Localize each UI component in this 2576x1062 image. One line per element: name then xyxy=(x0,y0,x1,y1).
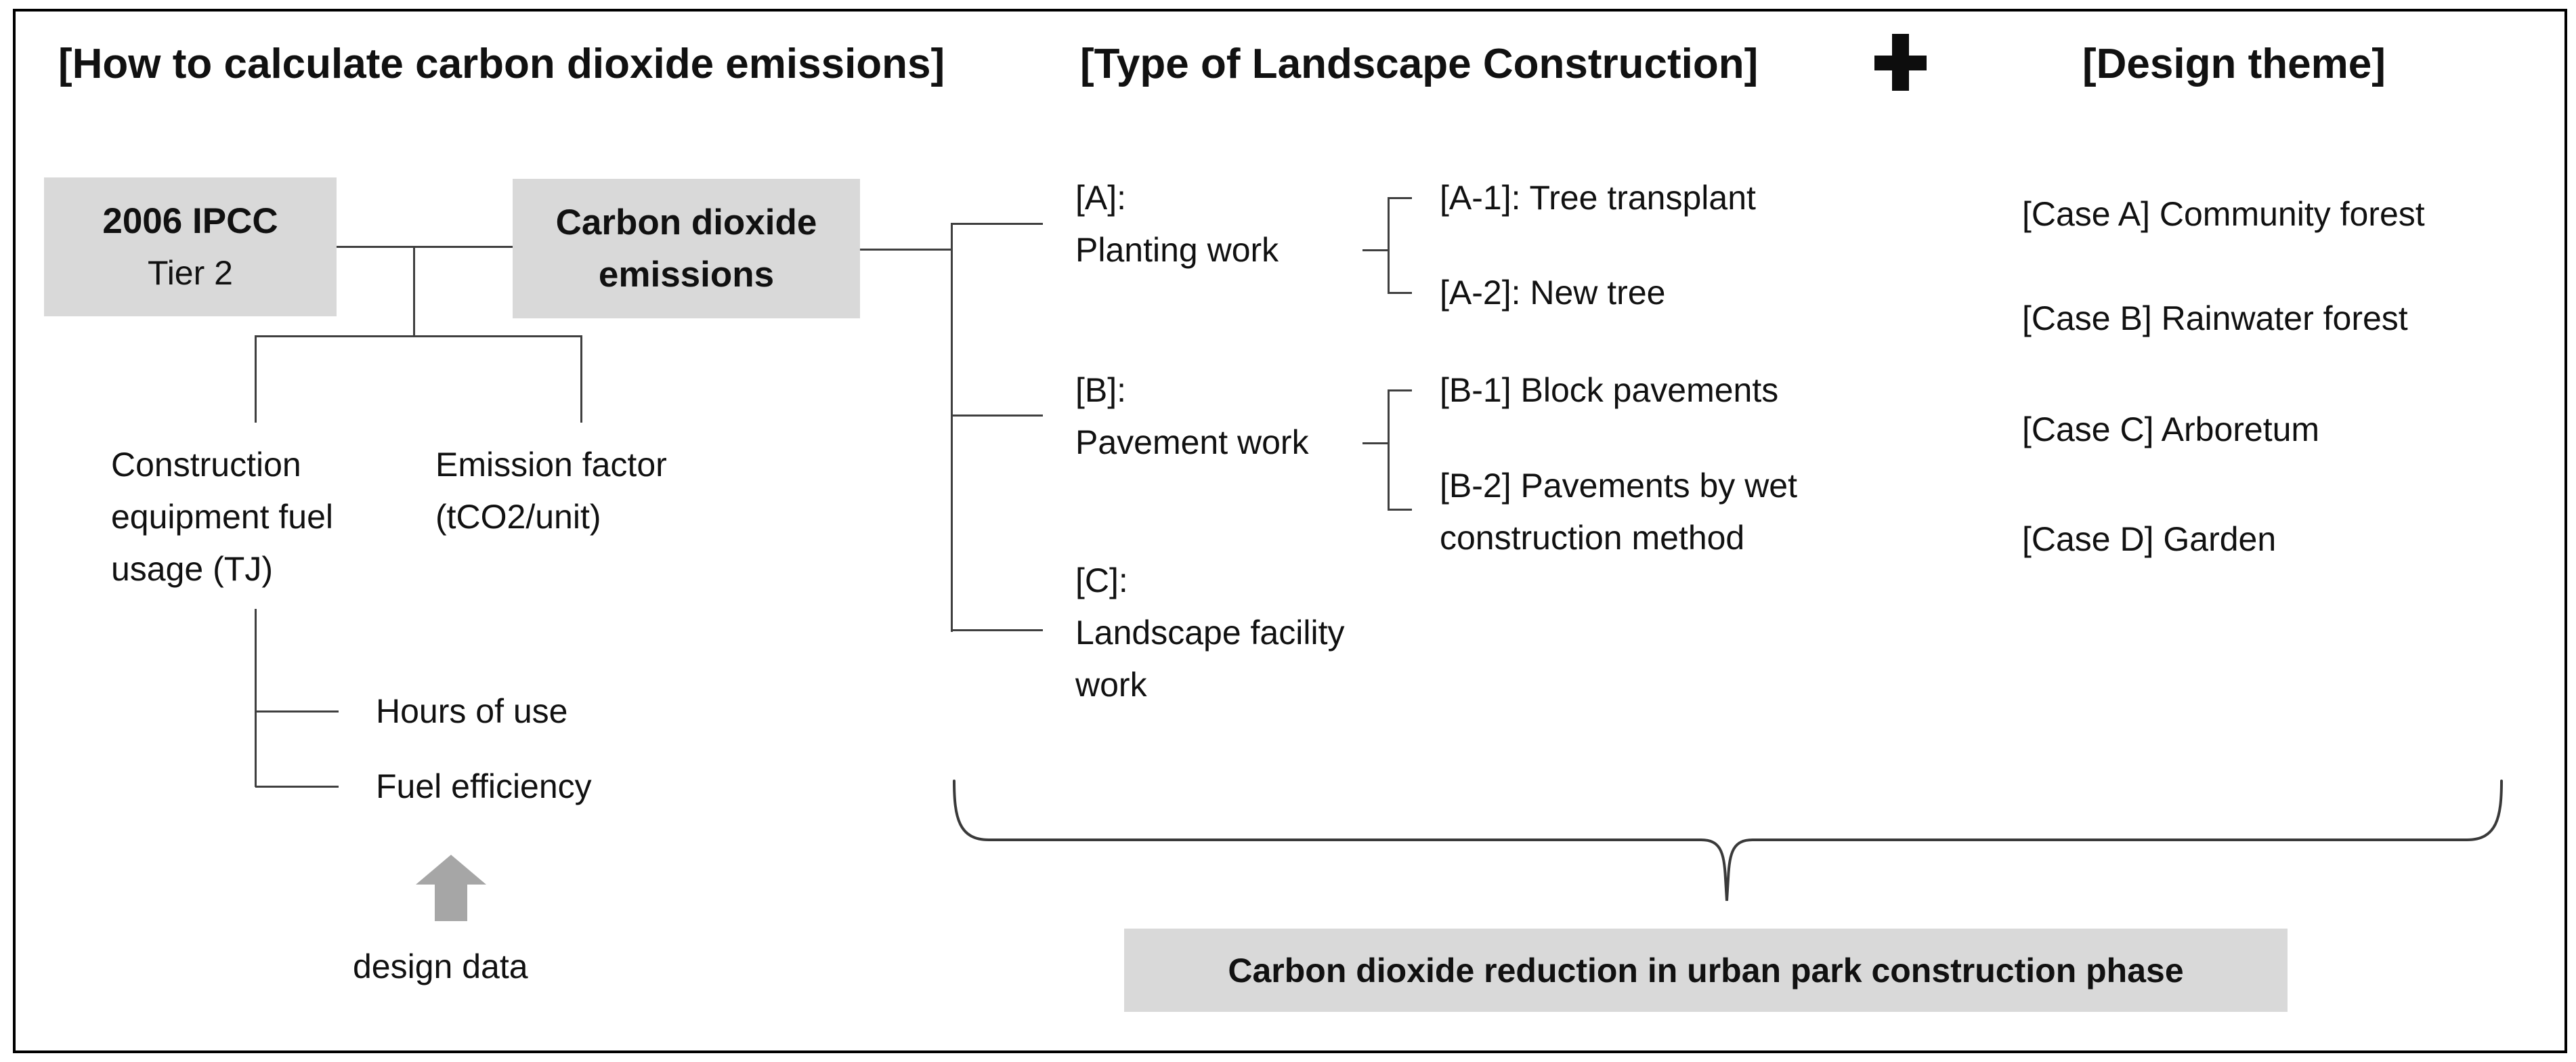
section-title-design-theme: [Design theme] xyxy=(2082,41,2386,87)
sub-tick-b-in xyxy=(1362,442,1388,444)
case-d-label: [Case D] Garden xyxy=(2022,520,2277,558)
co2-emissions-box-label: Carbon dioxide emissions xyxy=(555,203,817,295)
item-c-name: Landscape facility work xyxy=(1075,614,1345,704)
sub-tick-a2 xyxy=(1388,292,1412,294)
fuel-usage-label: Construction equipment fuel usage (TJ) xyxy=(111,446,334,588)
result-box: Carbon dioxide reduction in urban park c… xyxy=(1124,929,2288,1012)
up-arrow-icon xyxy=(416,855,486,921)
design-data-label: design data xyxy=(353,948,528,985)
co2-emissions-box: Carbon dioxide emissions xyxy=(513,179,860,318)
plus-icon xyxy=(1874,34,1927,91)
emission-factor-label: Emission factor (tCO2/unit) xyxy=(435,446,667,536)
item-a: [A]: Planting work xyxy=(1075,172,1279,276)
sub-bracket-b xyxy=(1388,389,1390,511)
sub-tick-a-in xyxy=(1362,249,1388,251)
item-a2-label: [A-2]: New tree xyxy=(1440,274,1666,312)
connector-split-left xyxy=(255,335,257,423)
sub-tick-a1 xyxy=(1388,197,1412,199)
item-b-name: Pavement work xyxy=(1075,423,1309,461)
hours-of-use-label: Hours of use xyxy=(376,692,568,730)
ipcc-box-line2: Tier 2 xyxy=(148,253,233,292)
connector-split-right xyxy=(580,335,582,423)
connector-fuel-eff-tick xyxy=(255,786,339,788)
ipcc-box-line1: 2006 IPCC xyxy=(102,200,278,241)
item-c: [C]: Landscape facility work xyxy=(1075,555,1380,711)
underbrace xyxy=(953,780,2503,901)
case-c-label: [Case C] Arboretum xyxy=(2022,410,2320,448)
result-box-label: Carbon dioxide reduction in urban park c… xyxy=(1228,951,2184,990)
item-b: [B]: Pavement work xyxy=(1075,364,1309,469)
tree-tick-c xyxy=(951,629,1043,631)
section-title-calculation: [How to calculate carbon dioxide emissio… xyxy=(58,41,945,87)
fuel-efficiency-label: Fuel efficiency xyxy=(376,767,592,805)
connector-drop xyxy=(413,247,415,337)
sub-tick-b1 xyxy=(1388,389,1412,391)
connector-split-bar xyxy=(255,335,581,337)
item-c-label: [C]: xyxy=(1075,561,1128,599)
outer-frame xyxy=(13,9,2567,1053)
tree-tick-a xyxy=(951,223,1043,225)
case-a-label: [Case A] Community forest xyxy=(2022,195,2425,233)
connector-into-tree xyxy=(860,249,953,251)
item-a-name: Planting work xyxy=(1075,231,1279,269)
ipcc-tier2-box: 2006 IPCC Tier 2 xyxy=(44,177,337,316)
case-b-label: [Case B] Rainwater forest xyxy=(2022,299,2408,337)
item-b-label: [B]: xyxy=(1075,371,1127,409)
sub-bracket-a xyxy=(1388,197,1390,294)
connector-hours-tick xyxy=(255,710,339,713)
section-title-construction-type: [Type of Landscape Construction] xyxy=(1080,41,1759,87)
tree-tick-b xyxy=(951,415,1043,417)
item-b1-label: [B-1] Block pavements xyxy=(1440,371,1779,409)
item-a1-label: [A-1]: Tree transplant xyxy=(1440,179,1756,217)
tree-spine xyxy=(951,223,953,632)
item-a-label: [A]: xyxy=(1075,179,1127,217)
sub-tick-b2 xyxy=(1388,509,1412,511)
item-b2-label: [B-2] Pavements by wet construction meth… xyxy=(1440,467,1798,557)
connector-fuel-stem xyxy=(255,609,257,787)
connector-box1-box2 xyxy=(337,246,513,248)
